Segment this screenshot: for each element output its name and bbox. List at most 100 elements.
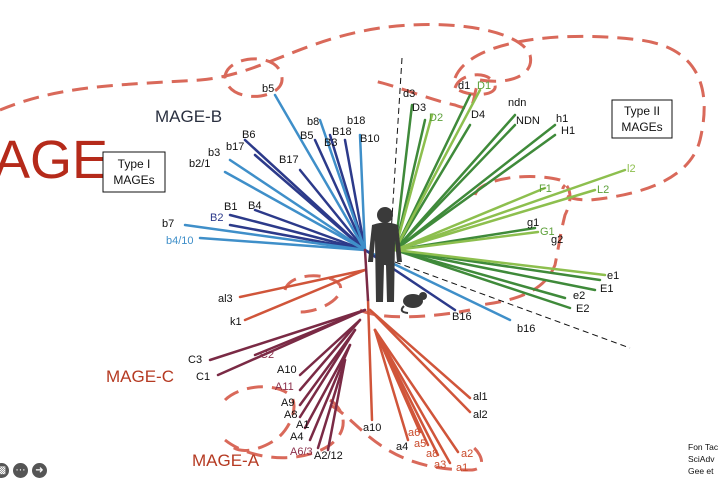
branch <box>393 123 472 252</box>
outline-mage-a-left <box>223 385 296 452</box>
leaf-label-b5: b5 <box>262 83 274 95</box>
leaf-label-B1: B1 <box>224 201 237 213</box>
branch <box>326 358 347 452</box>
branch <box>393 248 607 277</box>
outline-f1-g1 <box>473 174 572 307</box>
divider-diagonal <box>394 261 631 349</box>
leaf-label-H1: H1 <box>561 125 575 137</box>
leaf-label-g1: g1 <box>527 217 539 229</box>
branches-maroon <box>208 308 367 452</box>
captions-icon[interactable]: ▩ <box>0 462 9 478</box>
branch <box>198 236 367 252</box>
leaf-label-E2: E2 <box>576 303 589 315</box>
branch <box>253 208 367 252</box>
leaf-label-NDN: NDN <box>516 115 540 127</box>
more-icon[interactable]: ⋯ <box>13 462 28 478</box>
outline-al3 <box>283 274 343 314</box>
leaf-label-b8: b8 <box>307 116 319 128</box>
branch <box>223 170 367 252</box>
leaf-label-A6-3: A6/3 <box>290 446 313 458</box>
title-fragment: AGE <box>0 130 108 190</box>
leaf-label-D1: D1 <box>477 80 491 92</box>
leaf-label-a3: a3 <box>434 459 446 471</box>
branch <box>298 318 362 392</box>
leaf-label-ndn: ndn <box>508 97 526 109</box>
branch <box>318 118 367 252</box>
branch <box>393 88 482 252</box>
leaf-label-a10: a10 <box>363 422 381 434</box>
leaf-label-A2-12: A2/12 <box>314 450 343 462</box>
type1-line2: MAGEs <box>113 173 154 187</box>
leaf-label-b16: b16 <box>517 323 535 335</box>
leaf-label-L2: L2 <box>597 184 609 196</box>
leaf-label-a5: a5 <box>414 438 426 450</box>
arrow-right-icon[interactable]: ➜ <box>32 462 47 478</box>
branch <box>228 158 367 252</box>
player-controls: ▩ ⋯ ➜ <box>0 462 47 478</box>
leaf-label-b3: b3 <box>208 147 220 159</box>
branch <box>393 230 540 252</box>
branch <box>393 188 597 252</box>
branch <box>253 153 367 252</box>
mouse-icon <box>400 292 427 314</box>
branch <box>366 298 374 422</box>
branch <box>313 138 367 252</box>
branch <box>243 268 367 322</box>
branch <box>393 248 597 292</box>
leaf-label-B6: B6 <box>242 129 255 141</box>
branch <box>298 318 362 377</box>
leaf-label-h1: h1 <box>556 113 568 125</box>
outline-d1 <box>453 73 497 96</box>
leaf-label-A10: A10 <box>277 364 297 376</box>
branches-red <box>238 268 472 465</box>
branch <box>303 343 352 430</box>
leaf-label-b4-10: b4/10 <box>166 235 194 247</box>
branch <box>393 123 557 252</box>
branch <box>363 248 370 302</box>
leaf-label-a2: a2 <box>461 448 473 460</box>
branch <box>298 328 357 419</box>
type2-box: Type II MAGEs <box>611 99 673 139</box>
leaf-label-a1: a1 <box>456 462 468 474</box>
outline-b5 <box>223 57 284 98</box>
branch <box>393 123 517 252</box>
reference-line-1: Fon Tac <box>688 442 719 452</box>
leaf-label-B10: B10 <box>360 133 380 145</box>
branch <box>183 223 367 252</box>
family-label-mage-b: MAGE-B <box>155 107 222 126</box>
leaf-label-E1: E1 <box>600 283 613 295</box>
branches-type2-light <box>393 88 627 277</box>
branch <box>228 213 367 252</box>
outline-type1 <box>0 22 533 112</box>
leaf-label-A9: A9 <box>281 397 294 409</box>
leaf-label-A4: A4 <box>290 431 303 443</box>
branch <box>358 133 367 252</box>
leaf-label-C2: C2 <box>260 349 274 361</box>
leaf-label-A1: A1 <box>296 419 309 431</box>
branch <box>393 168 627 252</box>
branch <box>373 328 460 454</box>
branch <box>308 343 352 442</box>
outline-a-group <box>329 403 483 472</box>
leaf-label-k1: k1 <box>230 316 242 328</box>
leaf-label-e2: e2 <box>573 290 585 302</box>
leaf-label-a4: a4 <box>396 441 408 453</box>
branch <box>298 168 367 252</box>
leaf-label-B5: B5 <box>300 130 313 142</box>
leaf-label-e1: e1 <box>607 270 619 282</box>
leaf-label-g2: g2 <box>551 234 563 246</box>
leaf-label-a8: a8 <box>426 448 438 460</box>
leaf-label-D3: D3 <box>412 102 426 114</box>
leaf-label-b17: b17 <box>226 141 244 153</box>
branch <box>316 358 347 450</box>
leaf-label-C1: C1 <box>196 371 210 383</box>
leaf-label-B2: B2 <box>210 212 223 224</box>
leaf-label-B18: B18 <box>332 126 352 138</box>
branch <box>393 186 547 252</box>
branch <box>393 113 434 252</box>
leaf-label-b18: b18 <box>347 115 365 127</box>
leaf-label-al3: al3 <box>218 293 233 305</box>
branch <box>343 138 367 252</box>
branch <box>216 308 367 377</box>
